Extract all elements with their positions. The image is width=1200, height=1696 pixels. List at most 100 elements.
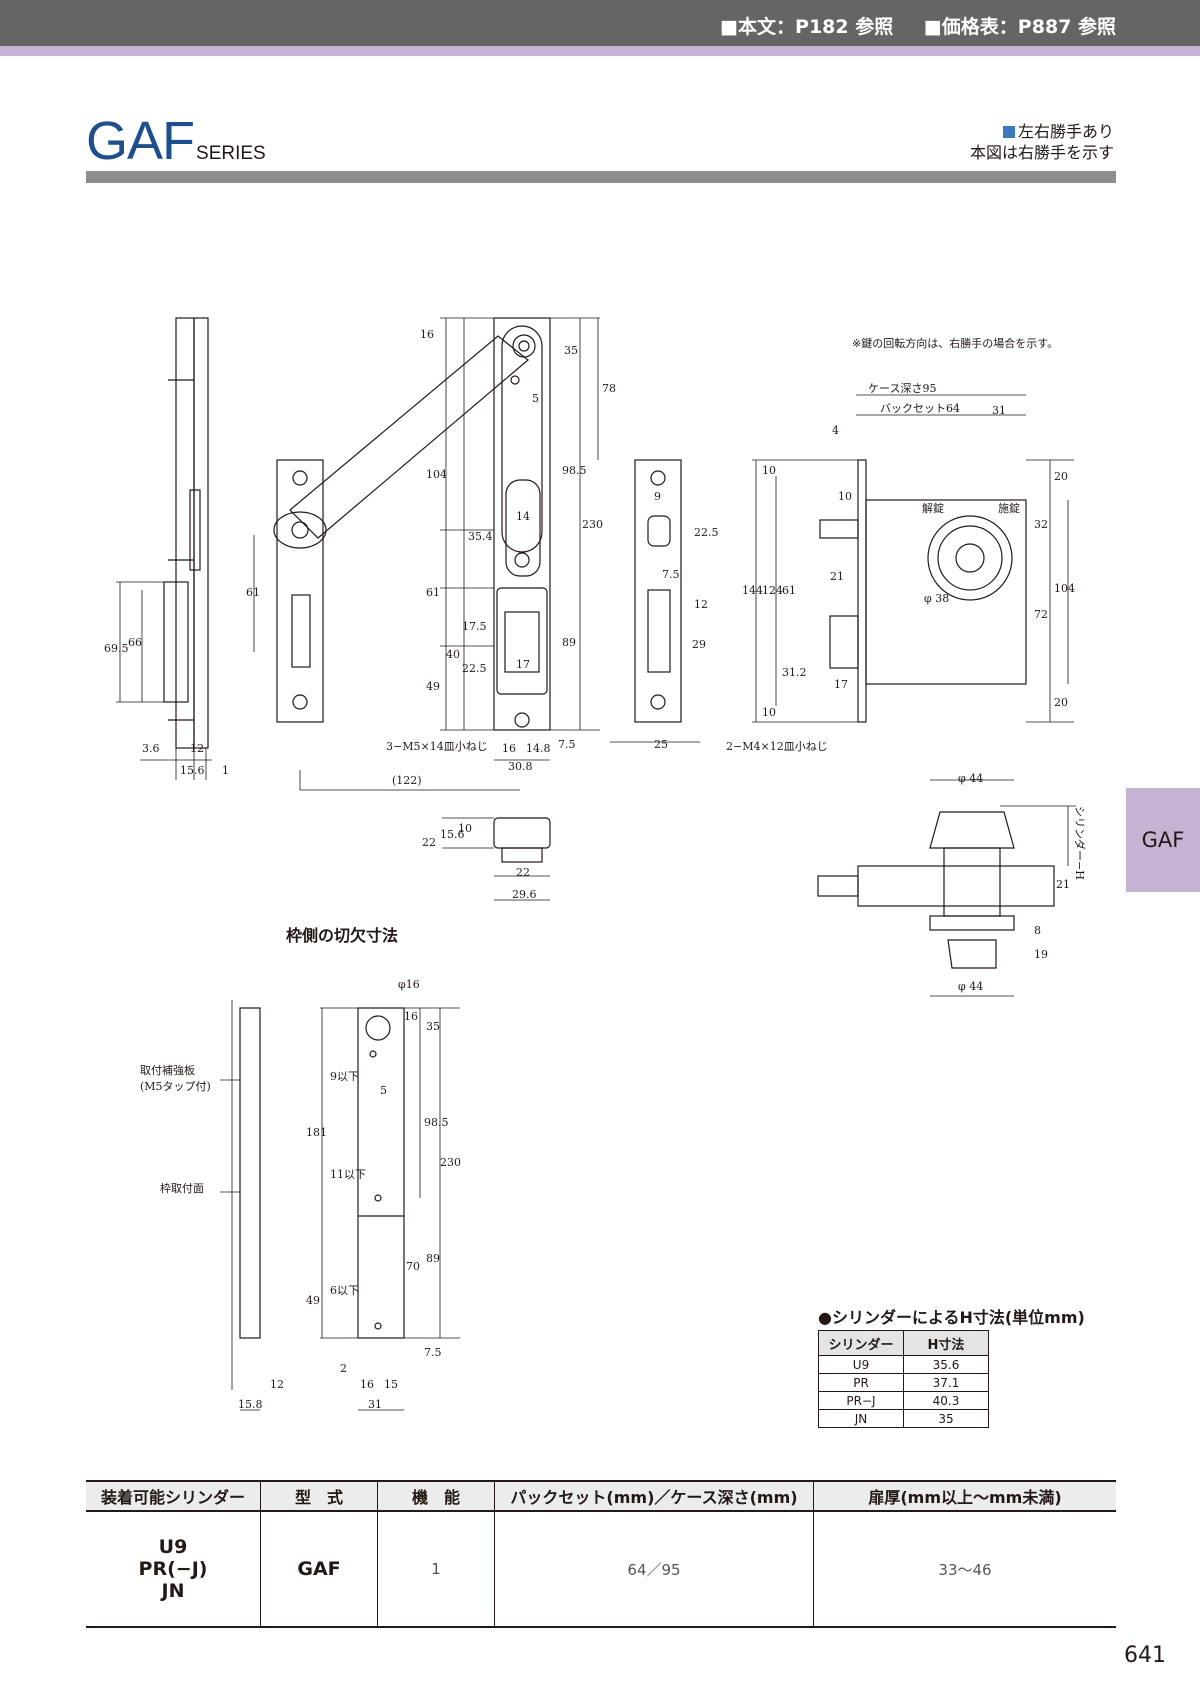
h-table-header: シリンダー bbox=[818, 1330, 904, 1356]
dim-label: 124 bbox=[762, 584, 783, 597]
title-divider bbox=[86, 171, 1116, 183]
dim-label: 8 bbox=[1034, 924, 1041, 937]
front-face-drawing bbox=[440, 317, 600, 761]
dim-label: 5 bbox=[380, 1084, 387, 1097]
dim-label: 29 bbox=[692, 638, 706, 651]
cylinder-cell: JN bbox=[818, 1409, 904, 1428]
dim-label: 61 bbox=[426, 586, 440, 599]
dim-label: 7.5 bbox=[558, 738, 576, 751]
dim-label: 14.8 bbox=[526, 742, 551, 755]
dim-label: (122) bbox=[392, 774, 422, 787]
strike-plate-drawing bbox=[253, 459, 520, 791]
dim-label: 22 bbox=[516, 866, 530, 879]
cylinder-cell: PR bbox=[818, 1373, 904, 1392]
cylinder-item: JN bbox=[161, 1580, 185, 1602]
spec-header: 機 能 bbox=[377, 1480, 495, 1512]
dim-label: 31.2 bbox=[782, 666, 807, 679]
h-value-cell: 35 bbox=[903, 1409, 989, 1428]
dim-label: 15.6 bbox=[440, 828, 465, 841]
spec-header: 扉厚(mm以上〜mm未満) bbox=[813, 1480, 1116, 1512]
dim-label: φ 44 bbox=[958, 772, 983, 785]
dim-label: 98.5 bbox=[424, 1116, 449, 1129]
spec-table: 装着可能シリンダー 型 式 機 能 パックセット(mm)／ケース深さ(mm) 扉… bbox=[86, 1480, 1116, 1628]
dim-label: 9以下 bbox=[330, 1070, 359, 1083]
lock-label: 施錠 bbox=[998, 501, 1020, 515]
dim-label: 21 bbox=[830, 570, 844, 583]
table-row: PR 37.1 bbox=[818, 1373, 989, 1392]
side-view-drawing bbox=[116, 317, 212, 780]
dim-label: 29.6 bbox=[512, 888, 537, 901]
dim-label: 10 bbox=[762, 464, 776, 477]
dim-label: 89 bbox=[562, 636, 576, 649]
spec-header: 型 式 bbox=[260, 1480, 378, 1512]
dim-label: 6以下 bbox=[330, 1284, 359, 1297]
lever-arm-drawing bbox=[273, 335, 529, 549]
dim-label: 22 bbox=[422, 836, 436, 849]
dim-label: 35 bbox=[564, 344, 578, 357]
dim-label: 17 bbox=[834, 678, 848, 691]
strike-screw-label: 2−M4×12皿小ねじ bbox=[726, 740, 828, 753]
rotation-note: ※鍵の回転方向は、右勝手の場合を示す。 bbox=[852, 337, 1059, 350]
dim-label: 30.8 bbox=[508, 760, 533, 773]
strike-side-drawing bbox=[610, 459, 700, 743]
handing-note-line1: 左右勝手あり bbox=[1017, 122, 1114, 141]
dim-label: 35 bbox=[426, 1020, 440, 1033]
dim-label: 16 bbox=[502, 742, 516, 755]
dim-label: 40 bbox=[446, 648, 460, 661]
side-index-tab[interactable]: GAF bbox=[1126, 788, 1200, 892]
text-reference: ■本文：P182 参照 bbox=[720, 16, 894, 38]
dim-label: φ 38 bbox=[924, 592, 949, 605]
main-screw-label: 3−M5×14皿小ねじ bbox=[386, 740, 488, 753]
dim-label: 17.5 bbox=[462, 620, 487, 633]
compatible-cylinders-cell: U9 PR(−J) JN bbox=[86, 1511, 261, 1628]
h-table-header: H寸法 bbox=[903, 1330, 989, 1356]
top-view-drawing bbox=[442, 817, 551, 901]
series-suffix: SERIES bbox=[196, 143, 266, 164]
cylinder-cell: PR−J bbox=[818, 1391, 904, 1410]
dim-label: 31 bbox=[992, 404, 1006, 417]
dim-label: 4 bbox=[832, 424, 839, 437]
h-dimension-table: シリンダー H寸法 U9 35.6 PR 37.1 PR−J 40.3 JN 3… bbox=[818, 1330, 989, 1428]
dim-label: 32 bbox=[1034, 518, 1048, 531]
dim-label: 98.5 bbox=[562, 464, 587, 477]
unlock-label: 解錠 bbox=[922, 501, 944, 515]
dim-label: 16 bbox=[420, 328, 434, 341]
dim-label: 1 bbox=[222, 764, 229, 777]
series-name: GAF bbox=[86, 111, 195, 171]
dim-label: φ16 bbox=[398, 978, 420, 991]
h-value-cell: 40.3 bbox=[903, 1391, 989, 1410]
frame-surface-label: 枠取付面 bbox=[160, 1181, 204, 1195]
price-reference: ■価格表：P887 参照 bbox=[923, 16, 1116, 38]
dim-label: 89 bbox=[426, 1252, 440, 1265]
dim-label: 78 bbox=[602, 382, 616, 395]
dim-label: 14 bbox=[516, 510, 530, 523]
header-bar: ■本文：P182 参照 ■価格表：P887 参照 bbox=[0, 0, 1200, 46]
cylinder-cell: U9 bbox=[818, 1355, 904, 1374]
dim-label: 7.5 bbox=[424, 1346, 442, 1359]
dim-label: 5 bbox=[532, 392, 539, 405]
dim-label: 22.5 bbox=[694, 526, 719, 539]
dim-label: 181 bbox=[306, 1126, 327, 1139]
dim-label: 17 bbox=[516, 658, 530, 671]
dim-label: 104 bbox=[426, 468, 447, 481]
dim-label: 49 bbox=[306, 1294, 320, 1307]
dim-label: 72 bbox=[1034, 608, 1048, 621]
frame-cutout-caption: 枠側の切欠寸法 bbox=[286, 926, 399, 945]
function-cell: 1 bbox=[377, 1511, 495, 1628]
header-accent-line bbox=[0, 46, 1200, 56]
dim-label: 31 bbox=[368, 1398, 382, 1411]
reinforce-label: 取付補強板 bbox=[140, 1063, 195, 1077]
dim-label: 7.5 bbox=[662, 568, 680, 581]
page-references: ■本文：P182 参照 ■価格表：P887 参照 bbox=[696, 12, 1116, 39]
h-value-cell: 37.1 bbox=[903, 1373, 989, 1392]
table-row: U9 35.6 bbox=[818, 1355, 989, 1374]
dim-label: 22.5 bbox=[462, 662, 487, 675]
backset-depth-cell: 64／95 bbox=[494, 1511, 814, 1628]
dim-label: 20 bbox=[1054, 470, 1068, 483]
square-bullet-icon bbox=[1002, 126, 1015, 138]
dim-label: 3.6 bbox=[142, 742, 160, 755]
page-number: 641 bbox=[1124, 1643, 1166, 1668]
dim-label: 35.4 bbox=[468, 530, 493, 543]
